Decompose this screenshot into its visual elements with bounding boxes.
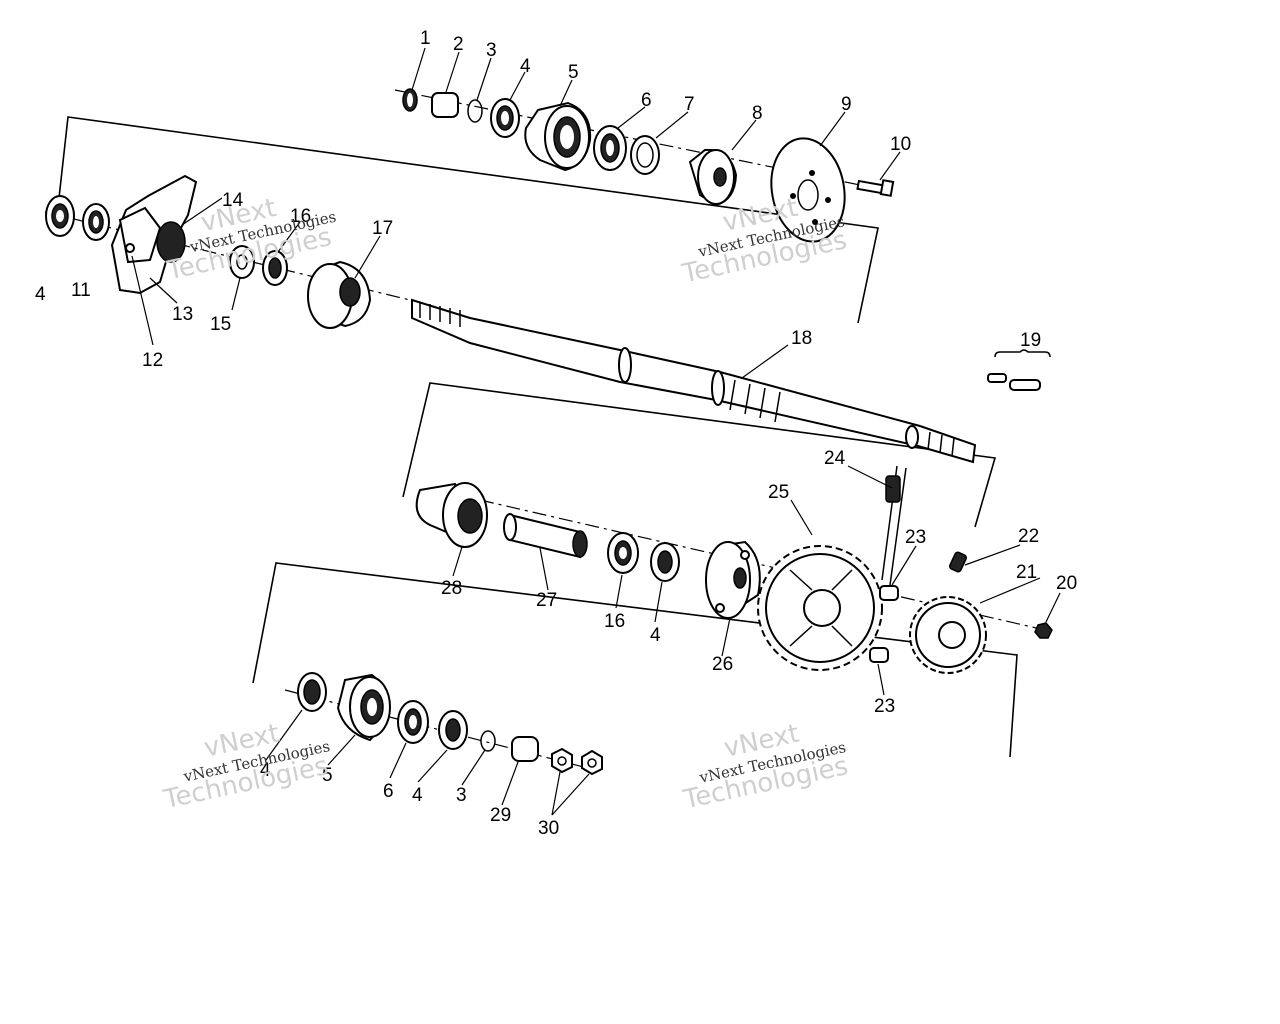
part-28-bearing-carrier (415, 482, 488, 548)
callout-22: 22 (1018, 526, 1039, 547)
part-23-spacer-upper (879, 585, 899, 601)
callout-13: 13 (172, 304, 193, 325)
lower-frame (252, 562, 1018, 758)
watermark-bottom-left: vNext Technologies vNext Technologies (160, 719, 331, 816)
callout-29: 29 (490, 805, 511, 826)
part-14-snap-ring (156, 221, 186, 263)
callout-14: 14 (222, 190, 244, 211)
part-30-nut-b (581, 749, 603, 776)
part-6-bearing (593, 125, 627, 171)
part-29-bushing (511, 736, 539, 762)
middle-parts-row (415, 482, 1053, 674)
part-10-bolt (856, 179, 895, 197)
part-23-spacer-lower (869, 647, 889, 663)
part-3-o-ring (467, 99, 483, 123)
part-17-carrier (307, 260, 372, 329)
callout-23-lower: 23 (874, 696, 895, 717)
callout-19: 19 (1020, 330, 1041, 351)
part-21-drive-sprocket (909, 596, 987, 674)
left-parts-cluster (45, 174, 372, 329)
part-30-nut-a (551, 747, 573, 774)
callout-1: 1 (420, 28, 431, 49)
part-19-master-link (987, 349, 1051, 391)
part-4-seal-middle (650, 542, 680, 582)
middle-frame (402, 382, 997, 528)
part-27-spacer-tube (503, 513, 588, 559)
part-4-bearing (490, 98, 520, 138)
callout-4-left: 4 (35, 284, 46, 305)
callout-labels: 1 2 3 4 5 6 7 8 9 10 4 11 12 13 14 15 16… (35, 28, 1077, 839)
callout-24: 24 (824, 448, 846, 469)
part-3-o-ring-lower (480, 730, 496, 752)
part-18-axle-shaft (411, 298, 977, 464)
leader-lines (131, 47, 1061, 816)
callout-5: 5 (568, 62, 579, 83)
callout-3: 3 (486, 40, 497, 61)
part-7-seal (630, 135, 660, 175)
callout-20: 20 (1056, 573, 1077, 594)
part-9-brake-disc (770, 137, 846, 243)
part-12-brake-caliper (110, 174, 198, 295)
callout-7: 7 (684, 94, 695, 115)
assembly-frames (57, 116, 1018, 758)
part-22-connecting-link (948, 551, 968, 573)
callout-3-lower: 3 (456, 785, 467, 806)
callout-5-lower: 5 (322, 765, 333, 786)
callout-9: 9 (841, 94, 852, 115)
callout-6-lower: 6 (383, 781, 394, 802)
callout-28: 28 (441, 578, 462, 599)
callout-26: 26 (712, 654, 733, 675)
watermarks: vNext Technologies vNext Technologies vN… (160, 193, 851, 816)
callout-6: 6 (641, 90, 652, 111)
callout-30: 30 (538, 818, 559, 839)
callout-17: 17 (372, 218, 393, 239)
callout-21: 21 (1016, 562, 1037, 583)
callout-4-lower: 4 (260, 760, 271, 781)
callout-4-middle: 4 (650, 625, 661, 646)
part-16-seal-middle (607, 532, 639, 574)
callout-16-middle: 16 (604, 611, 625, 632)
callout-2: 2 (453, 34, 464, 55)
callout-18: 18 (791, 328, 812, 349)
part-16-seal-left (262, 250, 288, 286)
callout-12: 12 (142, 350, 163, 371)
part-6-bearing-lower (397, 700, 429, 744)
callout-8: 8 (752, 103, 763, 124)
callout-10: 10 (890, 134, 911, 155)
part-8-hub (688, 148, 738, 207)
watermark-bottom-right: vNext Technologies vNext Technologies (680, 719, 851, 816)
part-11-bearing (82, 203, 110, 241)
part-24-chain (881, 465, 907, 586)
part-4-seal-left (45, 195, 75, 237)
part-4-seal-lower (297, 672, 327, 712)
callout-4: 4 (520, 56, 531, 77)
part-5-bearing-housing (524, 101, 592, 172)
part-5-bearing-housing-lower (336, 673, 391, 742)
callout-25: 25 (768, 482, 789, 503)
callout-11: 11 (71, 280, 91, 301)
part-4-seal-lower-b (438, 710, 468, 750)
callout-23-upper: 23 (905, 527, 926, 548)
part-2-bushing (431, 92, 459, 118)
callout-15: 15 (210, 314, 231, 335)
part-25-driven-sprocket (757, 545, 883, 671)
callout-4-lower-b: 4 (412, 785, 423, 806)
part-15-spacer (229, 245, 255, 279)
lower-parts-row (297, 672, 603, 776)
part-20-nut (1034, 622, 1053, 639)
upper-frame (57, 116, 879, 324)
part-26-sprocket-hub (705, 540, 761, 619)
upper-parts-row (402, 88, 895, 243)
callout-16: 16 (290, 206, 311, 227)
callout-27: 27 (536, 590, 557, 611)
